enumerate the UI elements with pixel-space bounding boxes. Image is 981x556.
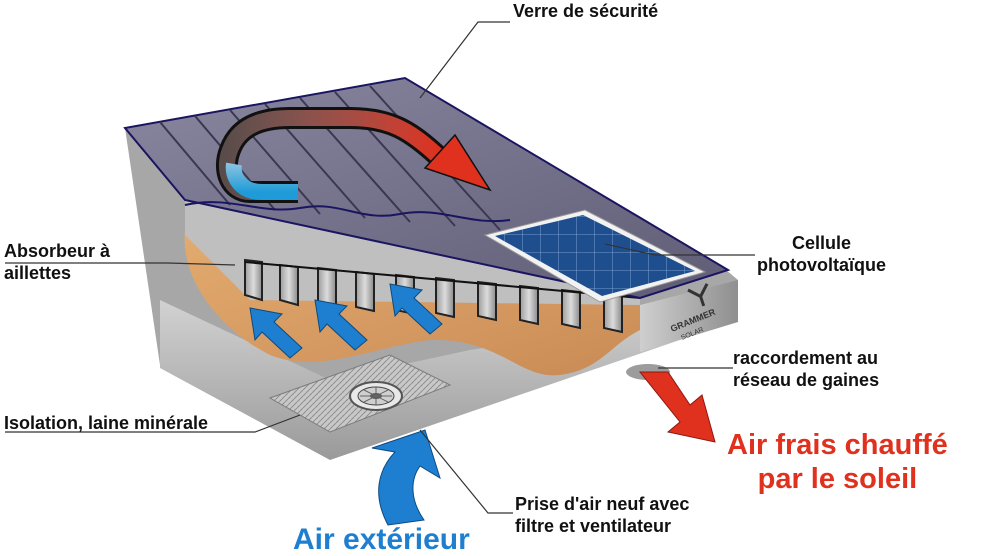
collector-body: GRAMMER SOLAR <box>123 76 738 460</box>
outside-air-arrow <box>371 429 441 526</box>
heated-air-arrow <box>638 371 716 443</box>
label-absorber-line2: aillettes <box>4 263 72 283</box>
airflow-uturn-arrow <box>215 107 492 203</box>
label-safety-glass-text: Verre de sécurité <box>513 1 659 21</box>
blue-arrow-icon <box>249 283 443 359</box>
red-arrow-icon <box>423 133 492 192</box>
leader-lines <box>5 21 755 514</box>
label-duct-connection-line2: réseau de gaines <box>733 370 880 390</box>
label-insulation-text: Isolation, laine minérale <box>4 413 209 433</box>
label-outside-air-text: Air extérieur <box>293 523 470 556</box>
label-outside-air: Air extérieur <box>293 524 470 556</box>
label-pv-cell-line2: photovoltaïque <box>757 255 886 275</box>
label-duct-connection: raccordement au réseau de gaines <box>733 347 879 391</box>
label-air-intake-line1: Prise d'air neuf avec <box>515 494 690 514</box>
label-pv-cell: Cellule photovoltaïque <box>757 232 886 276</box>
fan-icon <box>349 381 403 411</box>
label-air-intake: Prise d'air neuf avec filtre et ventilat… <box>515 493 689 537</box>
label-heated-air: Air frais chauffé par le soleil <box>727 428 948 496</box>
label-absorber-line1: Absorbeur à <box>4 241 111 261</box>
label-heated-air-line1: Air frais chauffé <box>727 429 948 461</box>
label-duct-connection-line1: raccordement au <box>733 348 879 368</box>
label-safety-glass: Verre de sécurité <box>513 0 658 22</box>
grammer-logo-icon <box>687 283 709 307</box>
label-insulation: Isolation, laine minérale <box>4 412 208 434</box>
label-pv-cell-line1: Cellule <box>791 233 852 253</box>
label-air-intake-line2: filtre et ventilateur <box>515 516 672 536</box>
pv-cell-panel <box>483 209 707 303</box>
label-absorber: Absorbeur à aillettes <box>4 240 110 284</box>
label-heated-air-line2: par le soleil <box>757 463 918 495</box>
right-end-face <box>640 280 738 352</box>
glass-cut-edge <box>184 201 511 223</box>
